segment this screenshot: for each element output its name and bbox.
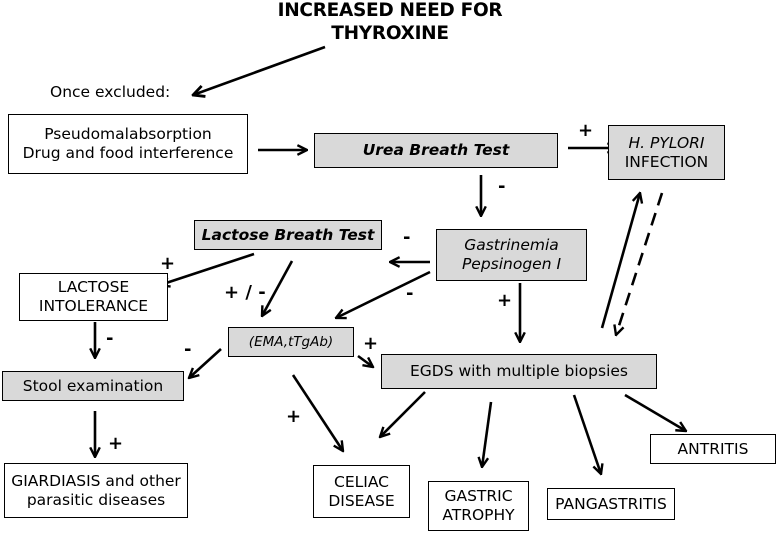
sign-gastrinemia-to-ema: - [406, 283, 414, 304]
urea-breath-test-box: Urea Breath Test [314, 133, 558, 168]
sign-gastrinemia-to-lactose-test: - [403, 227, 411, 248]
arrow-egds-to-celiac [380, 391, 426, 437]
arrow-egds-to-pangastritis [572, 394, 601, 474]
sign-lactose-test-to-intolerance: + [160, 253, 176, 274]
lactose-intolerance-box: LACTOSE INTOLERANCE [19, 273, 168, 321]
pseudomalabsorption-line-1: Pseudomalabsorption [44, 125, 212, 144]
lactose-intolerance-line-2: INTOLERANCE [38, 297, 149, 315]
arrow-hpylori-to-egds-dashed [616, 192, 664, 335]
pangastritis-box: PANGASTRITIS [547, 488, 675, 520]
gastrinemia-box: Gastrinemia Pepsinogen I [436, 229, 587, 281]
gastrinemia-line-1: Gastrinemia [464, 236, 559, 255]
sign-ema-to-egds: + [363, 333, 379, 354]
ema-ttgab-box: (EMA,tTgAb) [228, 327, 354, 357]
arrow-lactose-test-to-intolerance [160, 252, 255, 285]
sign-ema-to-stool: - [184, 339, 192, 360]
sign-gastrinemia-to-egds: + [497, 290, 513, 311]
arrow-lactose-test-to-ema [262, 260, 294, 316]
lactose-breath-test-box: Lactose Breath Test [194, 220, 382, 250]
sign-intolerance-to-stool: - [106, 328, 114, 349]
egds-box: EGDS with multiple biopsies [381, 354, 657, 389]
sign-ema-to-celiac: + [286, 406, 302, 427]
sign-lactose-test-to-ema: + / - [224, 282, 266, 303]
celiac-disease-line-1: CELIAC [334, 472, 389, 491]
giardiasis-box: GIARDIASIS and other parasitic diseases [4, 463, 188, 518]
egds-label: EGDS with multiple biopsies [410, 362, 628, 381]
pangastritis-label: PANGASTRITIS [555, 494, 667, 513]
ema-ttgab-label: (EMA,tTgAb) [248, 333, 334, 350]
stool-examination-box: Stool examination [2, 371, 184, 401]
arrow-egds-to-antritis [624, 393, 686, 431]
arrow-gastrinemia-to-ema [336, 270, 431, 318]
lactose-intolerance-line-1: LACTOSE [57, 278, 130, 297]
giardiasis-line-2: parasitic diseases [26, 490, 166, 509]
gastric-atrophy-box: GASTRIC ATROPHY [428, 481, 529, 531]
once-excluded-label: Once excluded: [50, 83, 171, 101]
pseudomalabsorption-line-2: Drug and food interference [22, 144, 234, 162]
arrow-egds-to-hpylori [600, 193, 640, 329]
pseudomalabsorption-box: Pseudomalabsorption Drug and food interf… [8, 114, 248, 174]
antritis-label: ANTRITIS [677, 439, 749, 458]
stool-examination-label: Stool examination [22, 376, 164, 395]
arrow-title-to-once-excluded [193, 45, 326, 95]
sign-urea-to-gastrinemia: - [498, 176, 506, 197]
diagram-title: INCREASED NEED FOR THYROXINE [200, 0, 580, 45]
sign-urea-to-hpylori: + [578, 120, 594, 141]
arrow-ema-to-celiac [291, 374, 343, 451]
title-line-1: INCREASED NEED FOR [277, 0, 503, 21]
arrow-egds-to-atrophy [482, 401, 493, 467]
lactose-breath-test-label: Lactose Breath Test [201, 225, 375, 244]
gastric-atrophy-line-2: ATROPHY [442, 506, 515, 524]
sign-stool-to-giardiasis: + [108, 433, 124, 454]
arrow-ema-to-stool [189, 348, 222, 378]
h-pylori-line-2: INFECTION [624, 152, 709, 171]
urea-breath-test-label: Urea Breath Test [362, 141, 510, 160]
h-pylori-box: H. PYLORI INFECTION [608, 125, 725, 180]
giardiasis-line-1: GIARDIASIS and other [11, 471, 181, 490]
celiac-disease-line-2: DISEASE [328, 491, 395, 510]
antritis-box: ANTRITIS [650, 434, 776, 464]
gastrinemia-line-2: Pepsinogen I [461, 255, 562, 273]
arrow-ema-to-egds [357, 354, 373, 367]
celiac-disease-box: CELIAC DISEASE [313, 465, 410, 518]
title-line-2: THYROXINE [331, 22, 449, 44]
gastric-atrophy-line-1: GASTRIC [444, 487, 513, 506]
h-pylori-line-1: H. PYLORI [628, 133, 705, 152]
